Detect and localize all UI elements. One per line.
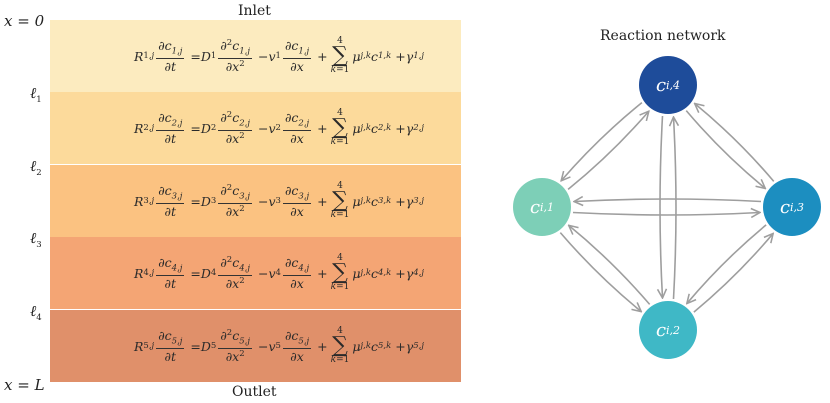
l4-label: ℓ4 xyxy=(30,302,42,323)
x-length-label: x = L xyxy=(4,376,45,394)
l2-label: ℓ2 xyxy=(30,157,42,178)
edge-4-to-3 xyxy=(685,110,765,189)
edge-2-to-4 xyxy=(674,117,677,300)
edge-1-to-3 xyxy=(572,213,760,216)
l1-label: ℓ1 xyxy=(30,84,42,105)
edge-1-to-4 xyxy=(567,111,649,191)
edge-2-to-3 xyxy=(693,233,773,313)
edge-4-to-2 xyxy=(660,115,663,298)
edge-4-to-1 xyxy=(561,101,643,181)
l3-label: ℓ3 xyxy=(30,229,42,250)
edge-3-to-4 xyxy=(695,104,775,182)
edge-2-to-1 xyxy=(569,225,651,305)
x-zero-label: x = 0 xyxy=(4,12,45,30)
edge-1-to-2 xyxy=(559,232,641,312)
inlet-label: Inlet xyxy=(238,3,271,19)
network-title: Reaction network xyxy=(600,28,726,44)
outlet-label: Outlet xyxy=(232,384,277,400)
edge-3-to-1 xyxy=(574,199,762,202)
edge-3-to-2 xyxy=(687,224,767,304)
